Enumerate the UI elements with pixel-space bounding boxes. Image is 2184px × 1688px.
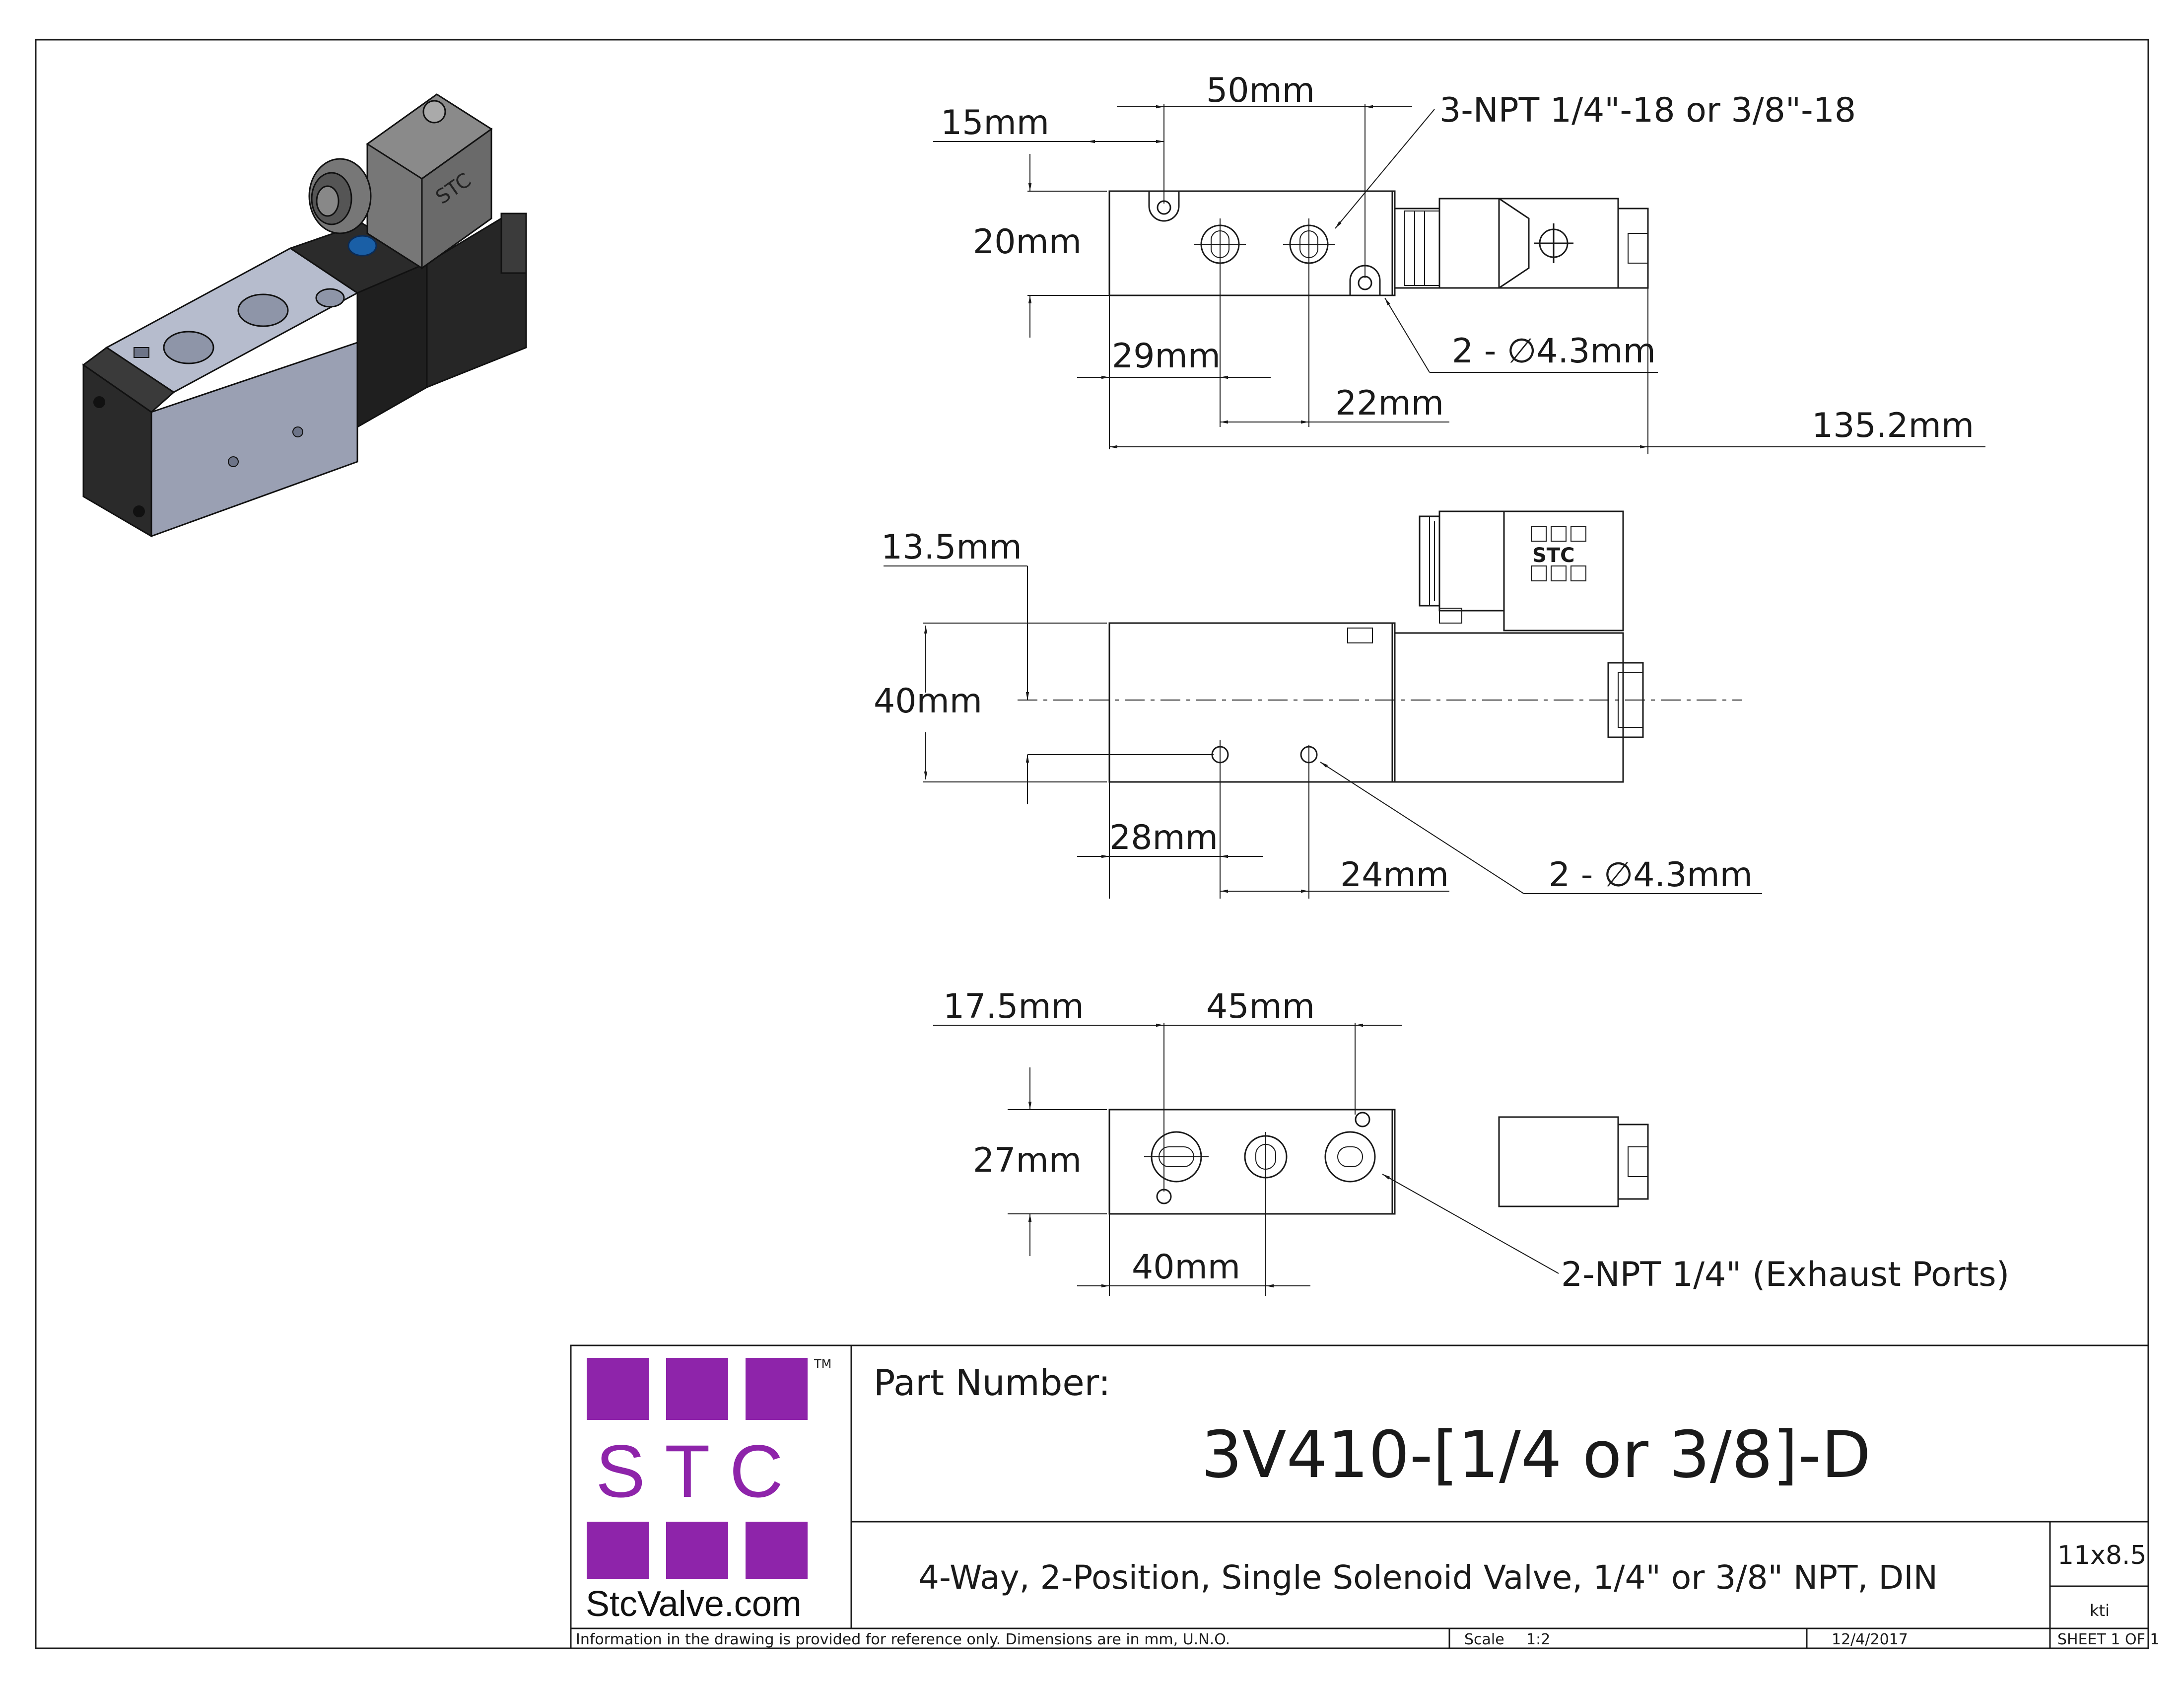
dim-24mm: 24mm <box>1340 855 1449 895</box>
description: 4-Way, 2-Position, Single Solenoid Valve… <box>918 1558 1938 1597</box>
reference-note: Information in the drawing is provided f… <box>576 1631 1230 1648</box>
drawn-by: kti <box>2090 1601 2110 1620</box>
sheet-size: 11x8.5 <box>2057 1541 2147 1570</box>
dim-45mm: 45mm <box>1206 987 1315 1026</box>
side-coil-mark: STC <box>1532 544 1574 567</box>
dim-50mm: 50mm <box>1206 71 1315 110</box>
top-hole-callout: 2 - ∅4.3mm <box>1452 332 1656 371</box>
dim-27mm: 27mm <box>973 1141 1082 1180</box>
dim-40mm-side: 40mm <box>874 682 982 721</box>
exhaust-callout: 2-NPT 1/4" (Exhaust Ports) <box>1561 1255 2009 1294</box>
stc-logo: S T C TM StcValve.com <box>586 1357 831 1624</box>
logo-text: S T C <box>596 1429 783 1513</box>
title-block: S T C TM StcValve.com Part Number: 3V410… <box>570 1344 2160 1649</box>
port-callout: 3-NPT 1/4"-18 or 3/8"-18 <box>1439 91 1856 130</box>
side-view: STC 13.5mm 40mm 28mm 24mm 2 - ∅4.3mm <box>874 510 1762 899</box>
scale-value: 1:2 <box>1526 1631 1550 1648</box>
dim-135-2mm: 135.2mm <box>1812 406 1974 445</box>
top-view: 15mm 50mm 20mm 29mm 22mm 135.2mm 3-NPT 1… <box>933 71 1985 454</box>
dim-28mm: 28mm <box>1109 818 1218 857</box>
date: 12/4/2017 <box>1832 1631 1908 1648</box>
trademark: TM <box>814 1357 831 1371</box>
dim-40mm-bottom: 40mm <box>1132 1248 1240 1287</box>
part-number-label: Part Number: <box>874 1362 1110 1404</box>
sheet-number: SHEET 1 OF 1 <box>2057 1631 2160 1648</box>
bottom-view: 17.5mm 45mm 27mm 40mm 2-NPT 1/4" (Exhaus… <box>933 987 2009 1296</box>
dim-22mm: 22mm <box>1335 384 1444 423</box>
dim-17-5mm: 17.5mm <box>943 987 1084 1026</box>
scale-label: Scale <box>1464 1631 1504 1648</box>
dim-13-5mm: 13.5mm <box>881 528 1022 567</box>
side-hole-callout: 2 - ∅4.3mm <box>1549 855 1753 895</box>
part-number: 3V410-[1/4 or 3/8]-D <box>1201 1417 1871 1492</box>
dim-29mm: 29mm <box>1112 337 1221 376</box>
isometric-view: STC <box>82 93 527 538</box>
dim-20mm: 20mm <box>973 222 1082 262</box>
dim-15mm: 15mm <box>941 103 1049 142</box>
website: StcValve.com <box>586 1584 802 1624</box>
